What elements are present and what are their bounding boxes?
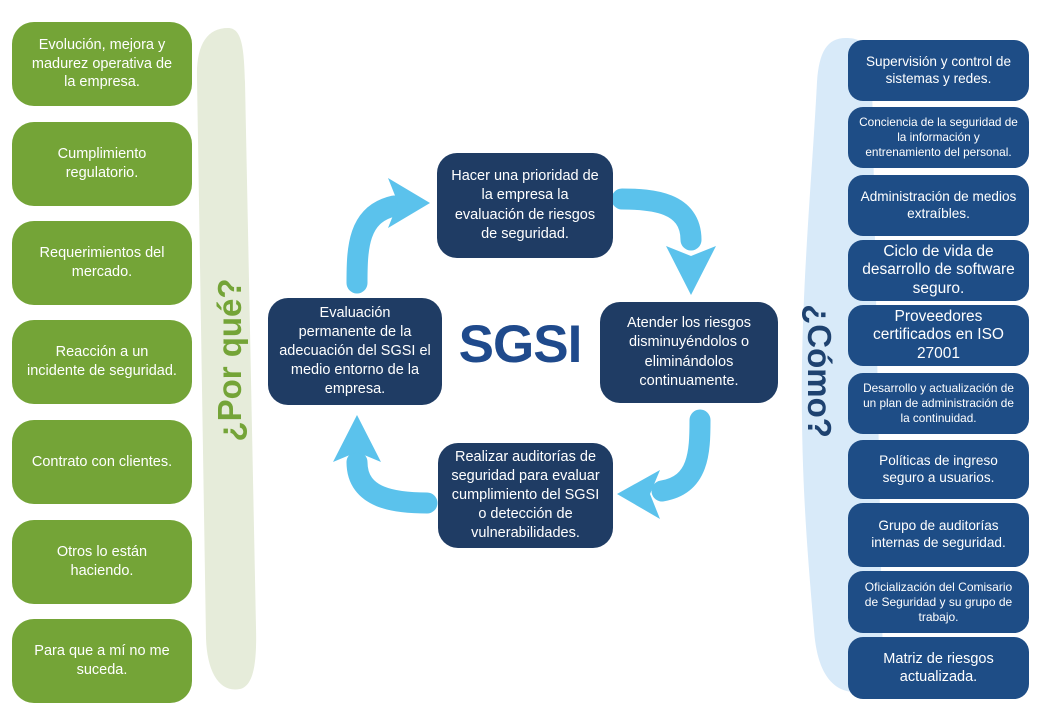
how-label: ¿Cómo? — [801, 304, 838, 438]
cycle-step-left: Evaluación permanente de la adecuación d… — [268, 298, 442, 405]
why-band-shape — [196, 28, 257, 690]
cycle-step-top: Hacer una prioridad de la empresa la eva… — [437, 153, 613, 258]
cycle-arrow-left-to-top — [346, 178, 430, 294]
how-item: Supervisión y control de sistemas y rede… — [848, 40, 1029, 101]
why-item: Evolución, mejora y madurez operativa de… — [12, 22, 192, 106]
how-item: Matriz de riesgos actualizada. — [848, 637, 1029, 699]
how-item: Desarrollo y actualización de un plan de… — [848, 373, 1029, 434]
how-item: Grupo de auditorías internas de segurida… — [848, 503, 1029, 567]
how-item: Políticas de ingreso seguro a usuarios. — [848, 440, 1029, 499]
cycle-arrow-bottom-to-left — [333, 415, 438, 514]
why-item: Requerimientos del mercado. — [12, 221, 192, 305]
how-item: Conciencia de la seguridad de la informa… — [848, 107, 1029, 168]
how-item: Proveedores certificados en ISO 27001 — [848, 305, 1029, 366]
why-label: ¿Por qué? — [211, 278, 248, 442]
cycle-step-bottom: Realizar auditorías de seguridad para ev… — [438, 443, 613, 548]
why-item: Otros lo están haciendo. — [12, 520, 192, 604]
sgsi-title: SGSI — [458, 315, 583, 374]
why-item: Reacción a un incidente de seguridad. — [12, 320, 192, 404]
why-item: Cumplimiento regulatorio. — [12, 122, 192, 206]
how-item: Administración de medios extraíbles. — [848, 175, 1029, 236]
cycle-arrow-right-to-bottom — [617, 409, 711, 519]
cycle-step-right: Atender los riesgos disminuyéndolos o el… — [600, 302, 778, 403]
why-item: Para que a mí no me suceda. — [12, 619, 192, 703]
cycle-arrow-top-to-right — [611, 188, 716, 295]
how-item: Oficialización del Comisario de Segurida… — [848, 571, 1029, 633]
why-item: Contrato con clientes. — [12, 420, 192, 504]
how-item: Ciclo de vida de desarrollo de software … — [848, 240, 1029, 301]
